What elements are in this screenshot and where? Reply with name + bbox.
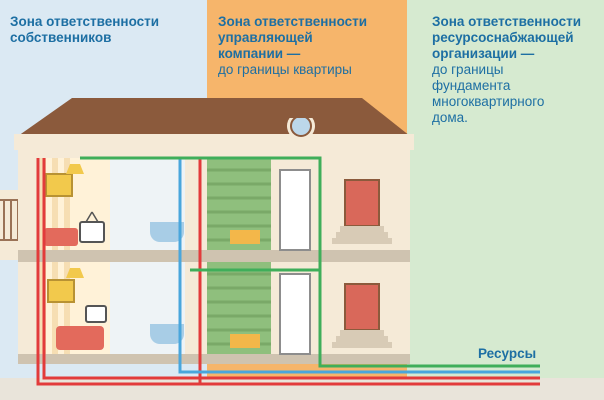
zone-resource-title-line1: Зона ответственности xyxy=(432,14,582,29)
resources-label: Ресурсы xyxy=(478,346,537,361)
zone-management-title-line2: управляющей xyxy=(218,30,313,45)
elevator xyxy=(279,273,311,355)
zone-resource-text: Зона ответственности ресурсоснабжающей о… xyxy=(432,14,581,126)
zone-resource-note-line1: до границы xyxy=(432,62,504,77)
roof xyxy=(18,98,410,136)
bathtub xyxy=(150,222,184,242)
zone-owners-text: Зона ответственности собственников xyxy=(10,14,159,46)
zone-management-title-line3: компании — xyxy=(218,46,301,61)
sofa xyxy=(44,228,78,246)
entrance-door xyxy=(344,179,380,227)
tv-icon xyxy=(79,221,105,243)
zone-resource-note-line3: многоквартирного xyxy=(432,94,545,109)
lamp-icon xyxy=(66,164,84,174)
radiator xyxy=(230,230,260,244)
picture-frame xyxy=(45,173,73,197)
zone-resource-note-line4: дома. xyxy=(432,110,468,125)
bathtub xyxy=(150,324,184,344)
sofa xyxy=(56,326,104,350)
picture-frame xyxy=(47,279,75,303)
entrance-door xyxy=(344,283,380,331)
radiator xyxy=(230,334,260,348)
zone-resource-note-line2: фундамента xyxy=(432,78,511,93)
tv-icon xyxy=(85,305,107,323)
zone-resource-title-line2: ресурсоснабжающей xyxy=(432,30,574,45)
lamp-icon xyxy=(66,268,84,278)
zone-management-text: Зона ответственности управляющей компани… xyxy=(218,14,367,78)
zone-management-note: до границы квартиры xyxy=(218,62,352,77)
ground xyxy=(0,378,604,400)
zone-management-title-line1: Зона ответственности xyxy=(218,14,368,29)
zone-resource-title-line3: организации — xyxy=(432,46,535,61)
zone-resource-supplier xyxy=(407,0,604,400)
zone-owners-title-line1: Зона ответственности xyxy=(10,14,160,29)
zone-owners-title-line2: собственников xyxy=(10,30,112,45)
elevator xyxy=(279,169,311,251)
